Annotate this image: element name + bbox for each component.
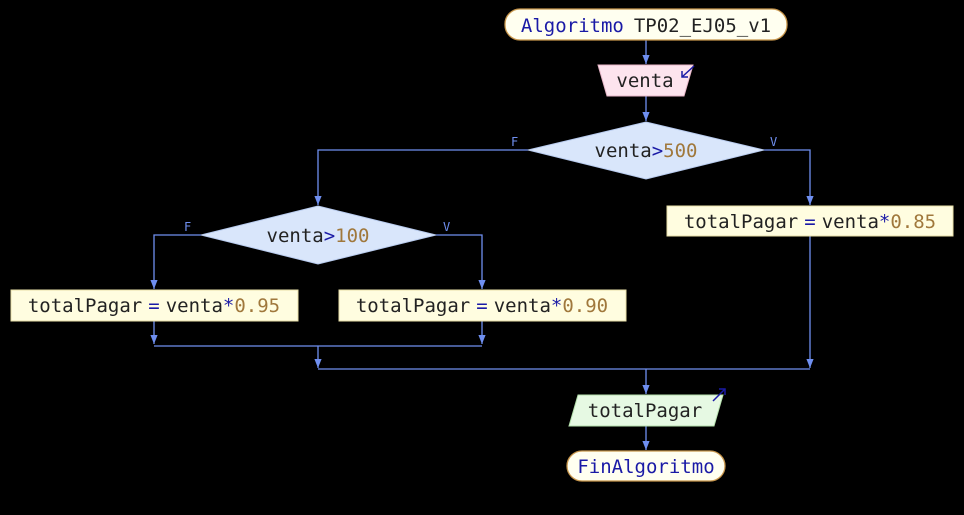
assign-085-shape	[666, 205, 954, 237]
assign-095-text: totalPagar=venta*0.95	[28, 295, 280, 317]
output-label: totalPagar	[588, 400, 702, 422]
assign-095-node[interactable]: totalPagar=venta*0.95	[10, 289, 299, 322]
connector-decision1-false	[314, 149, 528, 205]
assign-090-text: totalPagar=venta*0.90	[356, 295, 608, 317]
output-node[interactable]: totalPagar	[568, 388, 726, 427]
output-arrow-icon	[712, 388, 726, 402]
decision2-true-label: V	[443, 220, 450, 234]
decision1-node[interactable]: venta>500	[527, 121, 765, 180]
end-label: FinAlgoritmo	[577, 456, 714, 478]
assign-090-shape	[338, 289, 627, 322]
output-shape	[568, 394, 724, 427]
decision2-false-label: F	[184, 220, 191, 234]
assign-085-node[interactable]: totalPagar=venta*0.85	[666, 205, 954, 237]
input-arrow-icon	[681, 65, 695, 78]
input-shape	[597, 64, 694, 97]
input-label: venta	[616, 70, 673, 92]
decision1-condition: venta>500	[595, 140, 698, 162]
assign-085-text: totalPagar=venta*0.85	[684, 211, 936, 233]
decision1-true-label: V	[770, 135, 777, 149]
connectors	[150, 40, 814, 450]
decision2-node[interactable]: venta>100	[200, 205, 437, 265]
connector-decision2-true	[436, 234, 486, 289]
end-terminal-shape	[566, 450, 726, 482]
input-node[interactable]: venta	[597, 64, 695, 97]
end-node[interactable]: FinAlgoritmo	[566, 450, 726, 482]
assign-095-shape	[10, 289, 299, 322]
connector-decision1-true	[764, 149, 814, 205]
decision2-shape	[200, 205, 437, 265]
start-terminal-shape	[504, 8, 788, 41]
decision1-shape	[527, 121, 765, 180]
assign-090-node[interactable]: totalPagar=venta*0.90	[338, 289, 627, 322]
decision2-condition: venta>100	[267, 225, 370, 247]
decision1-false-label: F	[511, 135, 518, 149]
connector-decision2-false	[150, 234, 201, 289]
